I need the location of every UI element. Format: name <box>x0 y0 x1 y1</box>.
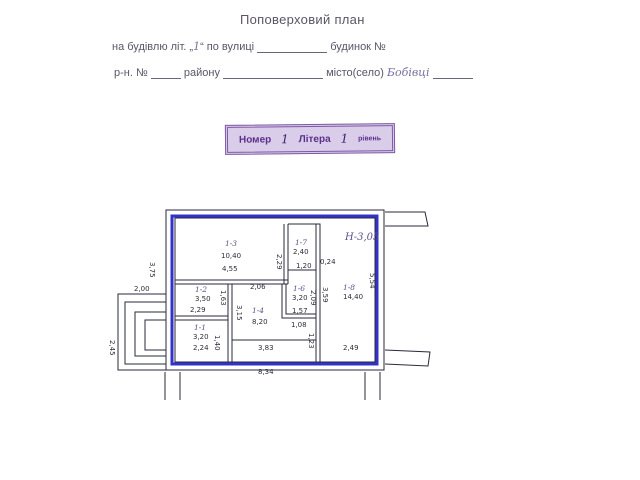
region-blank <box>223 68 324 79</box>
street-label: “ по вулиці <box>200 41 255 53</box>
dim-room1-width: 2,24 <box>193 344 209 352</box>
highlight-border <box>170 214 379 366</box>
room-area: 14,40 <box>343 293 363 301</box>
wall-room1-top <box>175 315 228 321</box>
dim-right-height: 5,54 <box>368 273 376 289</box>
dim-room6-right: 3,59 <box>321 287 329 303</box>
right-wall-extension <box>364 372 381 400</box>
address-line-2: р-н. № району місто(село) Бобівці <box>114 66 473 79</box>
district-label: р-н. № <box>114 67 148 79</box>
building-label: на будівлю літ. „ <box>112 41 194 53</box>
dim-room1-side: 1,40 <box>213 335 221 351</box>
document-title: Поповерховий план <box>240 12 365 27</box>
dim-room4-bottom: 3,83 <box>258 344 274 352</box>
city-value: Бобівці <box>386 66 430 79</box>
dim-room8-width: 2,49 <box>343 344 359 352</box>
room-area: 8,20 <box>252 318 268 326</box>
dim-porch-height: 2,45 <box>108 340 116 356</box>
dim-room6-height: 2,09 <box>309 290 317 306</box>
dim-room6-side: 1,08 <box>291 321 307 329</box>
building-letter: 1 <box>193 40 201 53</box>
address-line-1: на будівлю літ. „1“ по вулиці будинок № <box>112 40 386 53</box>
city-blank <box>432 68 473 79</box>
dim-total-width: 8,34 <box>258 368 274 376</box>
neighbour-wall-bottom <box>384 349 431 367</box>
room-area: 10,40 <box>221 252 241 260</box>
dim-room4-side: 1,23 <box>307 333 315 349</box>
dim-room7-side: 0,24 <box>320 258 336 266</box>
room-area: 2,40 <box>293 248 309 256</box>
dim-left-height: 3,75 <box>148 262 156 278</box>
dim-room2-width: 2,29 <box>190 306 206 314</box>
inner-wall <box>174 217 376 363</box>
room-label: 1-3 <box>225 239 237 248</box>
wall-room3-right <box>283 224 289 284</box>
room-label: 1-2 <box>195 285 207 294</box>
district-blank <box>150 68 181 79</box>
dim-corridor-side: 3,15 <box>235 305 243 321</box>
neighbour-wall-top <box>385 211 429 227</box>
wall-room3-bottom <box>175 279 288 285</box>
room-label: 1-8 <box>343 283 355 292</box>
city-label: місто(село) <box>326 67 384 79</box>
wall-room2-right <box>227 284 233 362</box>
room-area: 3,20 <box>193 333 209 341</box>
dim-room3-height: 2,29 <box>275 254 283 270</box>
dim-room3-width: 4,55 <box>222 265 238 273</box>
dim-corridor-width: 2,06 <box>250 283 266 291</box>
room-label: 1-6 <box>293 284 305 293</box>
wall-room8-left <box>315 223 321 362</box>
dim-room7-width: 1,20 <box>296 262 312 270</box>
left-wall-extension <box>164 372 181 400</box>
room-area: 3,50 <box>195 295 211 303</box>
north-label: Н-3,05 <box>344 232 379 243</box>
room-label: 1-7 <box>295 238 307 247</box>
dim-room2-side: 1,63 <box>219 290 227 306</box>
room-area: 3,20 <box>292 294 308 302</box>
house-label: будинок № <box>330 41 386 53</box>
room-label: 1-4 <box>252 306 264 315</box>
dim-porch-width: 2,00 <box>134 285 150 293</box>
dim-room6-width: 1,57 <box>292 307 308 315</box>
room6-outline <box>281 284 316 319</box>
street-blank <box>257 42 328 53</box>
region-label: району <box>183 67 220 79</box>
room-label: 1-1 <box>194 323 206 332</box>
outer-wall <box>165 209 385 371</box>
